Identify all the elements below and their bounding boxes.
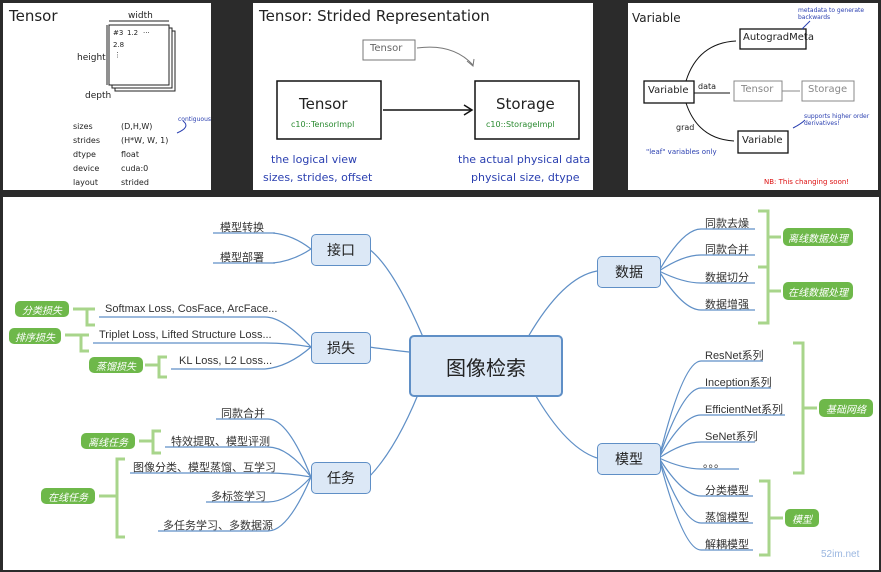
- tensor-stack-drawing: [106, 20, 187, 134]
- autograd-meta-label: AutogradMeta: [743, 32, 814, 43]
- prop-key-sizes: sizes: [73, 122, 93, 131]
- variable-drawing: [643, 20, 855, 154]
- node-loss: 损失: [311, 332, 371, 364]
- grad-edge-label: grad: [676, 123, 695, 132]
- physical-size-note: physical size, dtype: [471, 171, 580, 184]
- tag-offline-task: 离线任务: [81, 433, 135, 449]
- watermark-site: 52im.net: [821, 549, 860, 560]
- leaf-ellipsis: 。。。: [703, 458, 725, 470]
- variable-tensor-label: Tensor: [741, 84, 774, 95]
- variable2-box-label: Variable: [742, 135, 783, 146]
- node-task: 任务: [311, 462, 371, 494]
- center-node: 图像检索: [409, 335, 563, 397]
- leaf-resnet: ResNet系列: [705, 350, 764, 362]
- leaf-task-multitask: 多任务学习、多数据源: [163, 520, 273, 532]
- leaf-classify-model: 分类模型: [705, 485, 749, 497]
- variable-storage-label: Storage: [808, 84, 848, 95]
- storage-box-label: Storage: [496, 95, 555, 113]
- tag-base-network: 基础网络: [819, 399, 873, 417]
- nb-note: NB: This changing soon!: [764, 178, 850, 186]
- leaf-efficientnet: EfficientNet系列: [705, 404, 784, 416]
- node-data: 数据: [597, 256, 661, 288]
- prop-val-device: cuda:0: [121, 164, 149, 173]
- variable-box-label: Variable: [648, 85, 689, 96]
- logical-view-note: the logical view: [271, 153, 358, 166]
- leaf-model-convert: 模型转换: [220, 222, 264, 234]
- leaf-triplet-loss: Triplet Loss, Lifted Structure Loss...: [99, 329, 272, 341]
- leaf-kl-loss: KL Loss, L2 Loss...: [179, 355, 273, 367]
- data-edge-label: data: [698, 82, 717, 91]
- tensor-box-label: Tensor: [299, 95, 348, 113]
- prop-key-dtype: dtype: [73, 150, 96, 159]
- width-label: width: [128, 11, 153, 21]
- height-label: height: [77, 53, 106, 63]
- prop-val-dtype: float: [121, 150, 139, 159]
- leaf-distill-model: 蒸馏模型: [705, 512, 749, 524]
- cell-1: 1.2: [127, 29, 139, 37]
- prop-key-device: device: [73, 164, 100, 173]
- tensor-impl-label: c10::TensorImpl: [291, 120, 355, 129]
- node-interface: 接口: [311, 234, 371, 266]
- leaf-task-merge: 同款合并: [221, 408, 265, 420]
- prop-val-strides: (H*W, W, 1): [121, 136, 169, 145]
- mindmap-panel: 图像检索 接口 损失 任务 数据 模型 模型转换 模型部署 Softmax Lo…: [3, 197, 879, 570]
- leaf-task-feature: 特效提取、模型评测: [171, 436, 270, 448]
- sizes-strides-note: sizes, strides, offset: [263, 171, 373, 184]
- tensor-title: Tensor: [9, 7, 58, 25]
- tag-offline-data: 离线数据处理: [783, 228, 853, 246]
- variable-panel: Variable Variable AutogradMeta Tensor St…: [628, 3, 878, 190]
- leaf-task-multilabel: 多标签学习: [211, 491, 266, 503]
- leaf-decouple-model: 解耦模型: [705, 539, 749, 551]
- tag-distill-loss: 蒸馏损失: [89, 357, 143, 373]
- prop-key-strides: strides: [73, 136, 100, 145]
- leaf-only-note: "leaf" variables only: [646, 148, 717, 156]
- leaf-data-split: 数据切分: [705, 272, 749, 284]
- metadata-note: metadata to generate backwards: [798, 7, 865, 21]
- mindmap-connectors: [65, 209, 817, 557]
- cell-0: #3: [113, 29, 124, 37]
- tag-model: 模型: [785, 509, 819, 527]
- tag-rank-loss: 排序损失: [9, 328, 61, 344]
- strided-panel: Tensor: Strided Representation Tensor Te…: [253, 3, 593, 190]
- leaf-data-augment: 数据增强: [705, 299, 749, 311]
- prop-key-layout: layout: [73, 178, 98, 187]
- physical-data-note: the actual physical data: [458, 153, 591, 166]
- higher-order-note: supports higher order derivatives!: [804, 113, 870, 127]
- leaf-inception: Inception系列: [705, 377, 772, 389]
- storage-impl-label: c10::StorageImpl: [486, 120, 555, 129]
- variable-title: Variable: [632, 11, 681, 25]
- tag-online-data: 在线数据处理: [783, 282, 853, 300]
- prop-val-sizes: (D,H,W): [121, 122, 153, 131]
- leaf-softmax-loss: Softmax Loss, CosFace, ArcFace...: [105, 303, 278, 315]
- tag-classify-loss: 分类损失: [15, 301, 69, 317]
- strided-drawing: [276, 39, 580, 140]
- cell-3: 2.8: [113, 41, 125, 49]
- prop-val-layout: strided: [121, 178, 149, 187]
- leaf-data-merge: 同款合并: [705, 244, 749, 256]
- node-model: 模型: [597, 443, 661, 475]
- contiguous-note: contiguous: [178, 116, 212, 123]
- leaf-model-deploy: 模型部署: [220, 252, 264, 264]
- cell-2: ···: [143, 29, 150, 37]
- strided-title: Tensor: Strided Representation: [259, 7, 490, 25]
- depth-label: depth: [85, 91, 112, 101]
- leaf-data-dedup: 同款去燥: [705, 218, 749, 230]
- leaf-senet: SeNet系列: [705, 431, 758, 443]
- cell-4: ⋮: [114, 51, 121, 59]
- leaf-task-classify: 图像分类、模型蒸馏、互学习: [133, 462, 276, 474]
- small-tensor-label: Tensor: [370, 43, 403, 54]
- tensor-panel: Tensor width height depth #3 1.2 ··· 2.8…: [3, 3, 211, 190]
- tag-online-task: 在线任务: [41, 488, 95, 504]
